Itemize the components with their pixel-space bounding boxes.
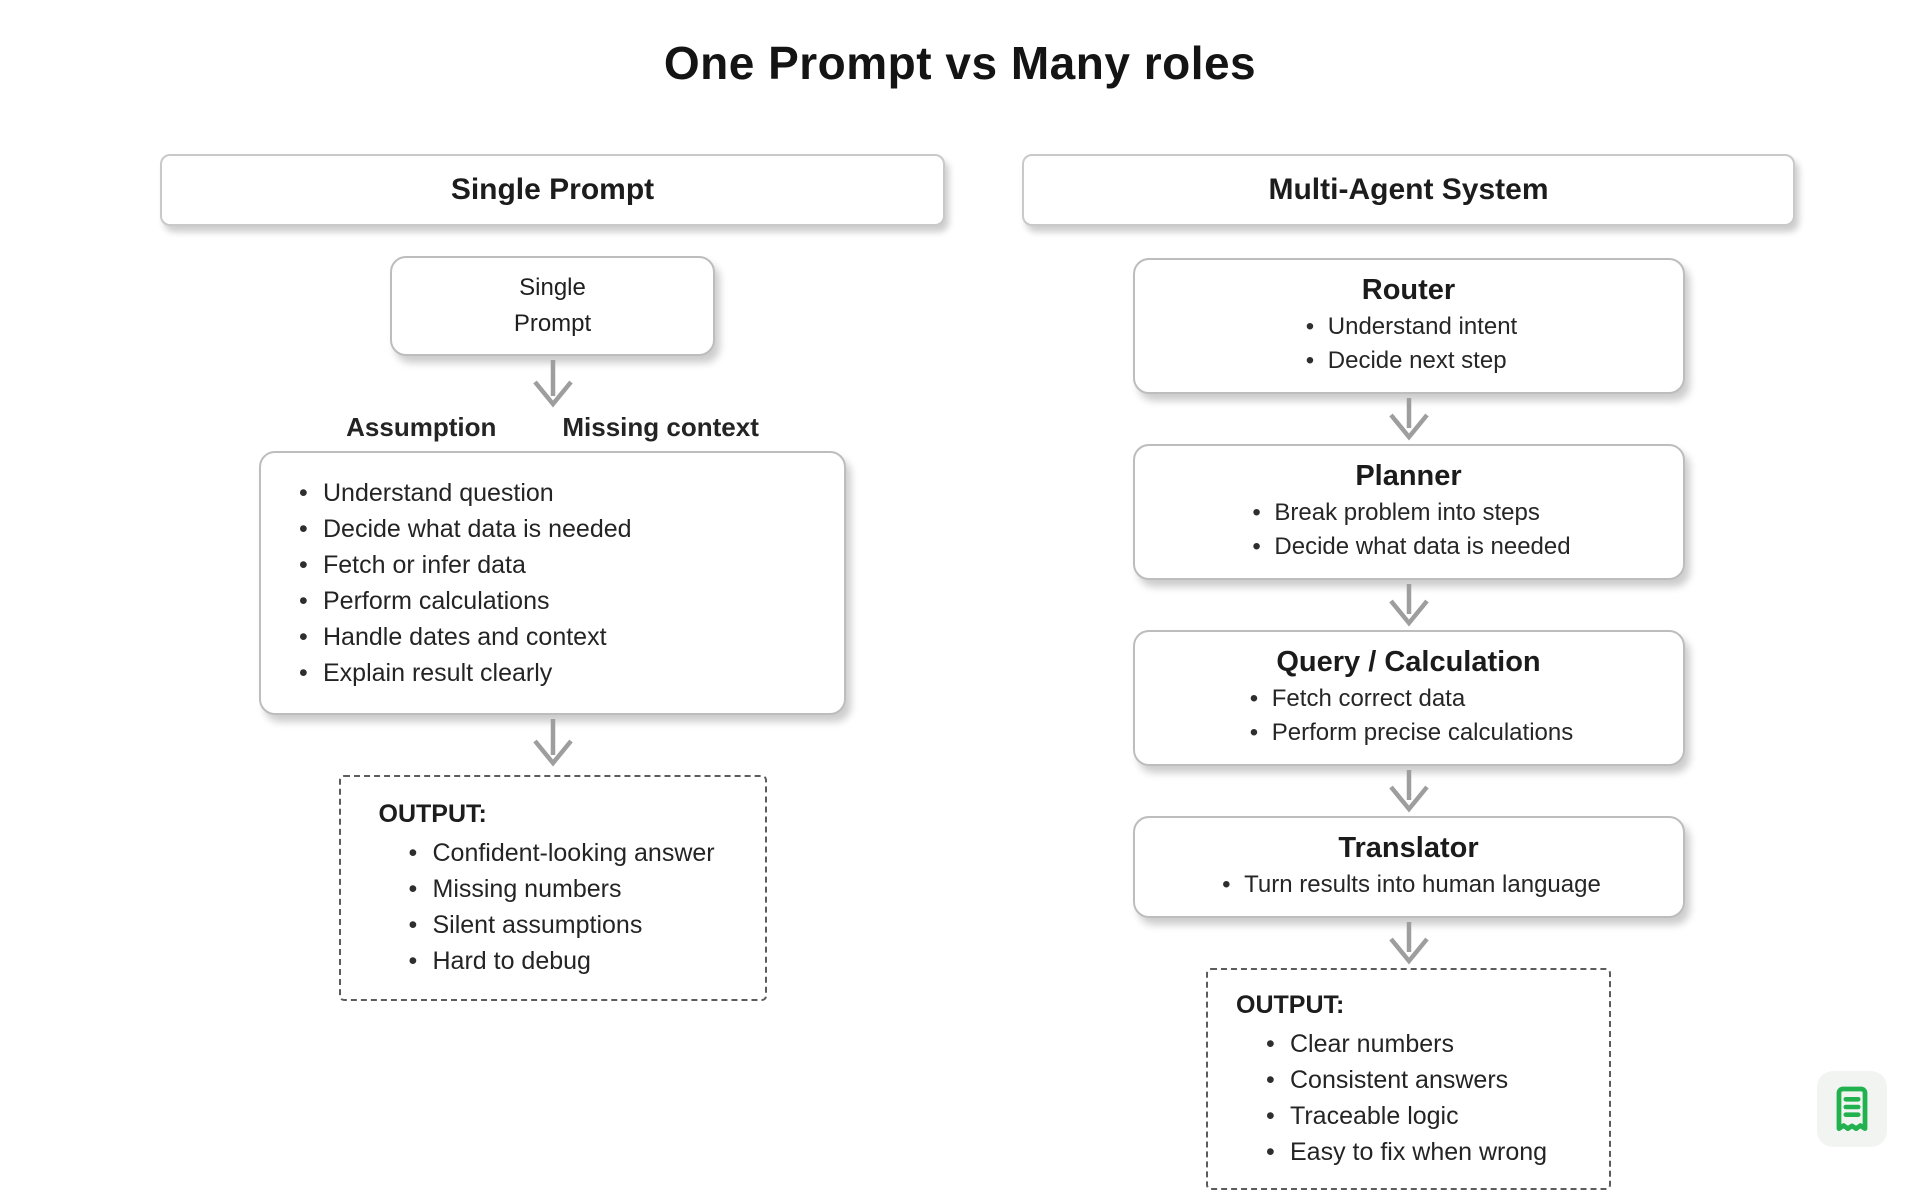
output-title: OUTPUT: [378, 800, 487, 828]
list-item: Fetch or infer data [293, 547, 824, 583]
single-prompt-process-list: Understand question Decide what data is … [293, 475, 824, 691]
output-title: OUTPUT: [1236, 991, 1345, 1019]
list-item: Decide next step [1300, 344, 1517, 378]
single-prompt-node: Single Prompt [390, 256, 715, 356]
agent-item-list: Break problem into steps Decide what dat… [1246, 496, 1570, 564]
list-item: Understand intent [1300, 310, 1517, 344]
multi-agent-output-list: Clear numbers Consistent answers Traceab… [1260, 1026, 1595, 1170]
arrow-down-icon [532, 719, 573, 767]
failure-labels: Assumption Missing context [346, 412, 759, 443]
page-title: One Prompt vs Many roles [663, 37, 1257, 89]
query-calculation-node: Query / Calculation Fetch correct data P… [1132, 630, 1685, 766]
list-item: Perform calculations [293, 583, 824, 619]
list-item: Traceable logic [1260, 1098, 1595, 1134]
planner-node: Planner Break problem into steps Decide … [1132, 444, 1685, 580]
single-prompt-output-list: Confident-looking answer Missing numbers… [403, 835, 747, 979]
list-item: Silent assumptions [403, 907, 747, 943]
agent-item-list: Turn results into human language [1216, 868, 1601, 902]
single-prompt-node-line1: Single [519, 274, 586, 301]
single-prompt-process-box: Understand question Decide what data is … [259, 451, 846, 715]
arrow-down-icon [1388, 398, 1429, 441]
list-item: Easy to fix when wrong [1260, 1134, 1595, 1170]
agent-title: Query / Calculation [1276, 646, 1541, 678]
multi-agent-header: Multi-Agent System [1022, 154, 1795, 226]
translator-node: Translator Turn results into human langu… [1132, 816, 1685, 918]
multi-agent-column: Multi-Agent System Router Understand int… [1022, 154, 1795, 1190]
list-item: Hard to debug [403, 943, 747, 979]
arrow-down-icon [1388, 584, 1429, 627]
list-item: Fetch correct data [1244, 682, 1573, 716]
single-prompt-column: Single Prompt Single Prompt Assumption M… [160, 154, 945, 1001]
list-item: Missing numbers [403, 871, 747, 907]
list-item: Handle dates and context [293, 619, 824, 655]
agent-title: Translator [1338, 832, 1479, 864]
agent-title: Planner [1355, 460, 1462, 492]
list-item: Decide what data is needed [293, 511, 824, 547]
single-prompt-node-line2: Prompt [513, 310, 592, 337]
list-item: Decide what data is needed [1246, 530, 1570, 564]
diagram-columns: Single Prompt Single Prompt Assumption M… [0, 154, 1920, 1190]
single-prompt-output-box: OUTPUT: Confident-looking answer Missing… [338, 775, 767, 1001]
list-item: Perform precise calculations [1244, 716, 1573, 750]
list-item: Break problem into steps [1246, 496, 1570, 530]
agent-title: Router [1361, 274, 1456, 306]
list-item: Consistent answers [1260, 1062, 1595, 1098]
list-item: Confident-looking answer [403, 835, 747, 871]
arrow-down-icon [1388, 770, 1429, 813]
missing-context-label: Missing context [562, 412, 759, 442]
list-item: Clear numbers [1260, 1026, 1595, 1062]
single-prompt-header: Single Prompt [160, 154, 945, 226]
arrow-down-icon [1388, 922, 1429, 965]
arrow-down-icon [532, 360, 573, 408]
agent-item-list: Fetch correct data Perform precise calcu… [1244, 682, 1573, 750]
router-node: Router Understand intent Decide next ste… [1132, 258, 1685, 394]
assumption-label: Assumption [346, 412, 497, 442]
list-item: Understand question [293, 475, 824, 511]
list-item: Turn results into human language [1216, 868, 1601, 902]
multi-agent-output-box: OUTPUT: Clear numbers Consistent answers… [1206, 968, 1611, 1190]
list-item: Explain result clearly [293, 655, 824, 691]
agent-item-list: Understand intent Decide next step [1300, 310, 1517, 378]
receipt-notes-icon [1836, 1086, 1868, 1131]
watermark-badge [1817, 1071, 1887, 1147]
